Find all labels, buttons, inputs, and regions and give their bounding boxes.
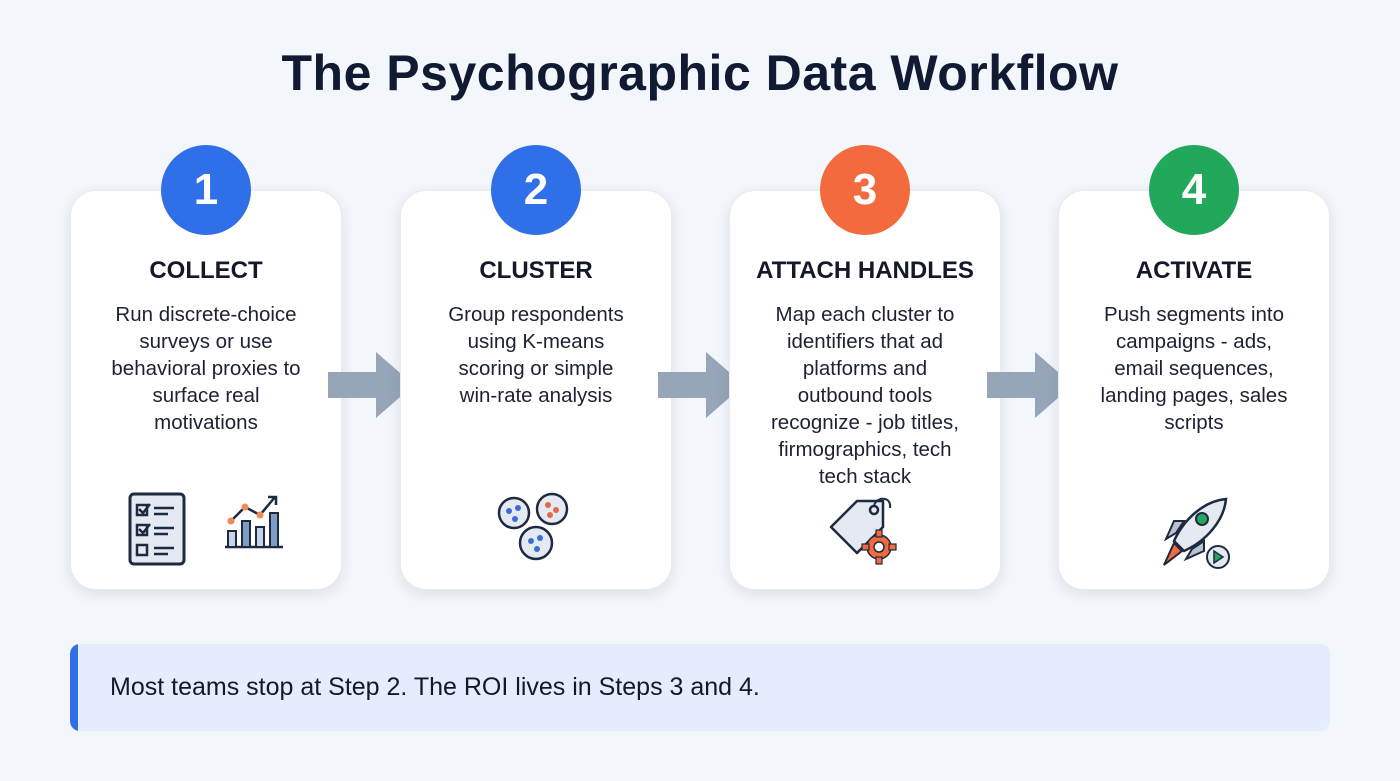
description-line: scripts (1164, 411, 1224, 434)
step-1-card: COLLECT Run discrete-choice surveys or use… (70, 190, 342, 590)
clusters-icon (496, 491, 576, 568)
description-line: Run discrete-choice (115, 303, 297, 326)
step-icons (730, 491, 1000, 572)
step-heading: ACTIVATE (1135, 257, 1253, 284)
page-title: The Psychographic Data Workflow (281, 45, 1119, 101)
description-line: outbound tools (797, 384, 933, 407)
right-arrow-icon (328, 350, 416, 420)
step-3-card: ATTACH HANDLES Map each cluster to identif… (729, 190, 1001, 590)
callout-banner: Most teams stop at Step 2. The ROI lives… (70, 644, 1330, 731)
description-line: surface real (152, 384, 260, 407)
step-heading: ATTACH HANDLES (756, 257, 974, 284)
description-line: behavioral proxies to (111, 357, 301, 380)
description-line: recognize - job titles, (770, 411, 959, 434)
right-arrow-icon (658, 350, 746, 420)
step-3-number-badge: 3 (820, 145, 910, 235)
description-line: win-rate analysis (459, 384, 613, 407)
callout-text: Most teams stop at Step 2. The ROI lives… (110, 673, 760, 701)
step-description: Push segments into campaigns - ads, email … (1059, 301, 1329, 436)
rocket-icon (1154, 491, 1234, 576)
description-line: Push segments into (1103, 303, 1285, 326)
step-icons (1059, 491, 1329, 576)
step-heading: COLLECT (149, 257, 263, 284)
right-arrow-icon (987, 350, 1075, 420)
step-description: Map each cluster to identifiers that ad pl… (730, 301, 1000, 490)
description-line: firmographics, tech (778, 438, 952, 461)
description-line: identifiers that ad (786, 330, 944, 353)
step-4-number-badge: 4 (1149, 145, 1239, 235)
description-line: landing pages, sales (1100, 384, 1288, 407)
description-line: Group respondents (448, 303, 624, 326)
description-line: campaigns - ads, (1115, 330, 1273, 353)
description-line: email sequences, (1114, 357, 1274, 380)
step-1-number-badge: 1 (161, 145, 251, 235)
step-icons (71, 491, 341, 572)
step-2-card: CLUSTER Group respondents using K-means sco… (400, 190, 672, 590)
description-line: surveys or use (139, 330, 273, 353)
bar-chart-trend-icon (223, 491, 285, 572)
description-line: Map each cluster to (775, 303, 955, 326)
tag-gear-icon (827, 491, 903, 572)
description-line: scoring or simple (458, 357, 614, 380)
step-description: Run discrete-choice surveys or use behavio… (71, 301, 341, 436)
description-line: platforms and (802, 357, 928, 380)
step-4-card: ACTIVATE Push segments into campaigns - ad… (1058, 190, 1330, 590)
description-line: tech stack (818, 465, 912, 488)
checklist-icon (127, 491, 187, 572)
callout-accent-bar (70, 644, 78, 731)
step-heading: CLUSTER (479, 257, 593, 284)
step-2-number-badge: 2 (491, 145, 581, 235)
description-line: motivations (154, 411, 258, 434)
step-description: Group respondents using K-means scoring or… (401, 301, 671, 409)
step-icons (401, 491, 671, 568)
description-line: using K-means (467, 330, 605, 353)
